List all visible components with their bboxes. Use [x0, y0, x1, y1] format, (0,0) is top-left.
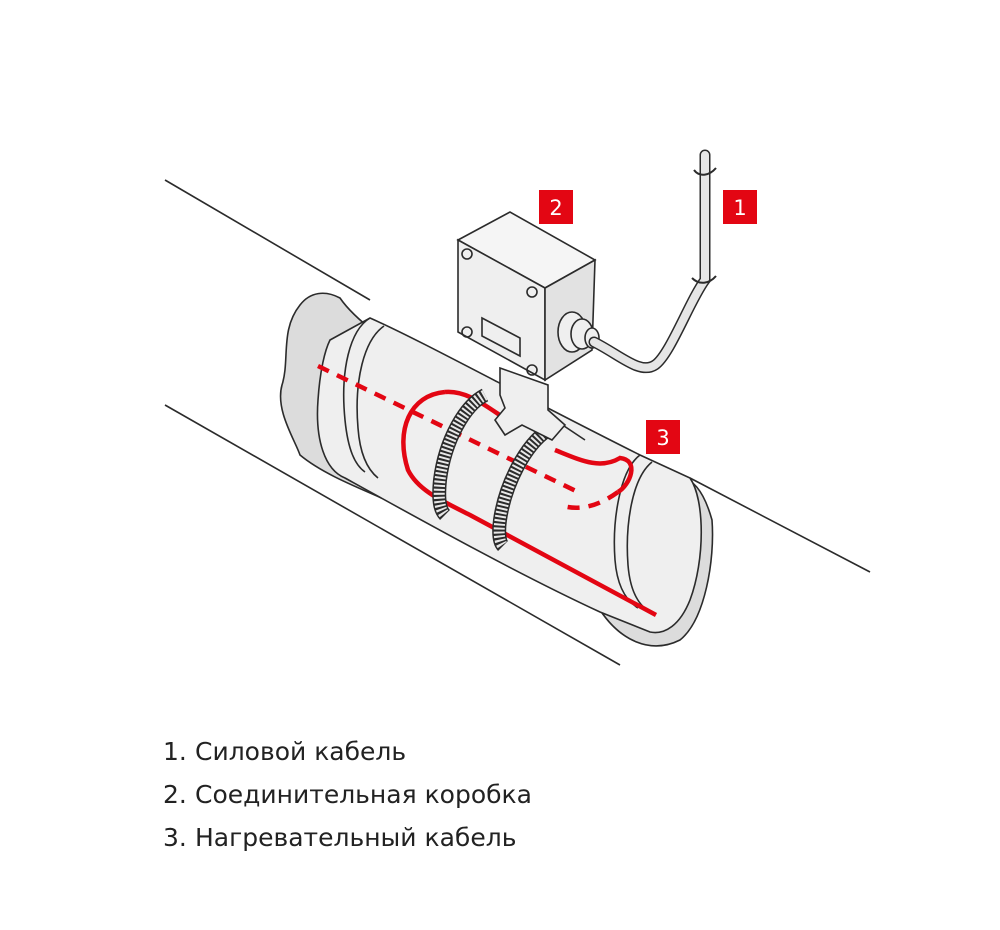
- callout-number-1: 1: [733, 196, 746, 220]
- legend-number: 2.: [163, 780, 187, 809]
- legend-number: 1.: [163, 737, 187, 766]
- pipe-insulation-outline: [164, 179, 871, 666]
- callout-badge-3: 3: [646, 420, 680, 454]
- cable-gland: [557, 311, 600, 353]
- legend-item: 2. Соединительная коробка: [163, 773, 532, 816]
- legend-label: Силовой кабель: [195, 737, 407, 766]
- legend-label: Соединительная коробка: [195, 780, 532, 809]
- legend-number: 3.: [163, 823, 187, 852]
- legend-list: 1. Силовой кабель 2. Соединительная коробк…: [163, 730, 532, 859]
- junction-box: [456, 211, 597, 382]
- box-bracket: [494, 366, 567, 441]
- legend-label: Нагревательный кабель: [195, 823, 517, 852]
- cable-tie-marks: [691, 167, 717, 284]
- callout-badge-1: 1: [723, 190, 757, 224]
- pipe-clamps: [432, 388, 586, 551]
- callout-number-2: 2: [549, 196, 562, 220]
- legend-item: 1. Силовой кабель: [163, 730, 532, 773]
- power-cable: [588, 149, 711, 374]
- callout-badge-2: 2: [539, 190, 573, 224]
- legend-item: 3. Нагревательный кабель: [163, 816, 532, 859]
- callout-number-3: 3: [656, 426, 669, 450]
- pipe-heating-diagram: 1 2 3: [164, 149, 871, 666]
